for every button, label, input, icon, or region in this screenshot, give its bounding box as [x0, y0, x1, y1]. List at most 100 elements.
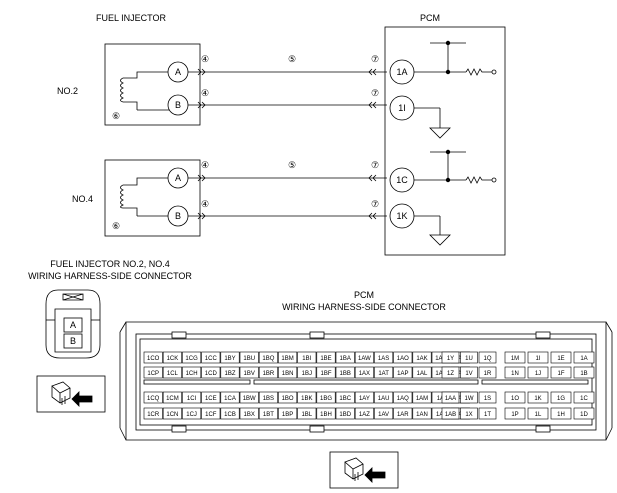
pcm-pin-label: 1CJ — [186, 412, 197, 418]
pcm-pin-cell — [162, 351, 182, 364]
pcm-pin-label: 1BD — [339, 412, 351, 418]
pcm-pin-label: 1CQ — [147, 396, 160, 402]
pcm-pin-cell — [201, 407, 221, 420]
pcm-pin-cell — [220, 407, 240, 420]
pcm-pin-cell — [573, 407, 595, 420]
pcm-pin-cell — [460, 407, 478, 420]
pcm-pin-cell — [573, 351, 595, 364]
pcm-pin-label: 1H — [557, 412, 565, 418]
pcm-pin-label: 1CL — [167, 371, 179, 377]
callout-5: ⑤ — [288, 54, 296, 64]
pcm-pin-cell — [239, 366, 259, 379]
pcm-pin-label: 1T — [484, 412, 491, 418]
pcm-pin-label: 1CA — [224, 396, 236, 402]
pcm-pin-cell — [143, 351, 163, 364]
pcm-pin-label: 1BZ — [224, 371, 235, 377]
pcm-pin-label: 1BQ — [262, 356, 274, 362]
pcm-pin-label: 1BB — [340, 371, 351, 377]
pcm-pin-label: 1BL — [301, 412, 312, 418]
pcm-pin-cell — [258, 351, 278, 364]
pcm-pin-cell — [220, 391, 240, 404]
pcm-pin-cell — [239, 407, 259, 420]
pcm-pin-label: 1CE — [205, 396, 217, 402]
pcm-pin-label: 1AP — [397, 371, 408, 377]
pcm-pin-label: 1Q — [483, 356, 491, 362]
pcm-pin-label: 1AI — [437, 396, 446, 402]
pcm-pin-label: 1J — [535, 371, 541, 377]
pcm-pin-label: 1AS — [378, 356, 389, 362]
svg-text:B: B — [175, 211, 181, 221]
pcm-pin-cell — [201, 351, 221, 364]
pcm-pin-label: 1BF — [320, 371, 331, 377]
injector-no4-coil — [120, 184, 124, 209]
pcm-pin-cell — [201, 366, 221, 379]
pcm-pin-label: 1CD — [205, 371, 218, 377]
pcm-pin-label: 1C — [580, 396, 588, 402]
pcm-pin-cell — [504, 351, 526, 364]
pcm-pin-label: 1AN — [416, 412, 428, 418]
pcm-pin-cell — [441, 366, 460, 379]
pcm-internal-upper — [414, 40, 497, 139]
pcm-pin-cell — [460, 391, 478, 404]
pcm-pin-label: 1BY — [224, 356, 235, 362]
pcm-pin-label: 1AW — [358, 356, 371, 362]
pcm-pin-cell — [550, 351, 572, 364]
pcm-pin-cell — [527, 366, 549, 379]
pcm-pin-cell — [316, 366, 336, 379]
callout-7: ⑦ — [371, 199, 379, 209]
pcm-pin-label: 1V — [465, 371, 472, 377]
pcm-pin-cell — [504, 391, 526, 404]
pcm-pin-cell — [393, 351, 413, 364]
svg-text:1I: 1I — [398, 103, 406, 113]
pcm-pin-label: 1O — [511, 396, 519, 402]
pcm-connector — [119, 321, 613, 441]
pcm-pin-label: 1Z — [447, 371, 454, 377]
wires-no2 — [188, 68, 387, 109]
pcm-pin-cell — [374, 351, 394, 364]
pcm-pin-cell — [182, 351, 202, 364]
pcm-pin-cell — [550, 407, 572, 420]
pcm-pin-label: 1BO — [282, 396, 294, 402]
pcm-pin-cell — [550, 391, 572, 404]
callout-4: ④ — [201, 199, 209, 209]
pcm-pin-cell — [393, 366, 413, 379]
pcm-pin-cell — [297, 407, 317, 420]
pcm-pin-cell — [441, 391, 460, 404]
injector-no2-label: NO.2 — [57, 86, 78, 96]
pcm-box — [384, 26, 506, 256]
pcm-pin-label: 1AZ — [359, 412, 370, 418]
connector-view-icon — [329, 451, 399, 489]
pcm-pin-label: 1B — [580, 371, 587, 377]
callout-6: ⑥ — [112, 221, 120, 231]
pcm-pin-label: 1X — [465, 412, 472, 418]
pcm-pin-label: 1BE — [320, 356, 331, 362]
pcm-pin-label: 1BN — [282, 371, 294, 377]
injector-connector-pin-b: B — [70, 336, 76, 346]
pcm-pin-cell — [182, 407, 202, 420]
pcm-pin-label: 1CB — [224, 412, 236, 418]
pcm-pin-label: 1CF — [205, 412, 217, 418]
pcm-pin-label: 1M — [511, 356, 519, 362]
pcm-pin-label: 1AV — [378, 412, 389, 418]
pcm-pin-label: 1AK — [416, 356, 427, 362]
pcm-pin-label: 1G — [557, 396, 565, 402]
pcm-pin-label: 1CI — [187, 396, 197, 402]
pcm-pin-cell — [550, 366, 572, 379]
pcm-pin-cell — [297, 366, 317, 379]
pcm-pin-label: 1CM — [166, 396, 179, 402]
pcm-pin-cell — [527, 407, 549, 420]
pcm-pin-cell — [335, 391, 355, 404]
svg-text:A: A — [175, 173, 181, 183]
pcm-pin-label: 1BJ — [302, 371, 312, 377]
pcm-pin-cell — [162, 366, 182, 379]
pcm-pin-cell — [162, 407, 182, 420]
connector-view-icon — [36, 375, 106, 413]
callout-7: ⑦ — [371, 88, 379, 98]
pcm-pin-label: 1BT — [263, 412, 274, 418]
pcm-pin-label: 1AR — [397, 412, 409, 418]
pcm-pin-label: 1BW — [243, 396, 256, 402]
pcm-pin-cell — [478, 407, 497, 420]
pcm-pin-label: 1BV — [244, 371, 255, 377]
pcm-pin-label: 1I — [535, 356, 540, 362]
pcm-pin-cell — [354, 391, 374, 404]
